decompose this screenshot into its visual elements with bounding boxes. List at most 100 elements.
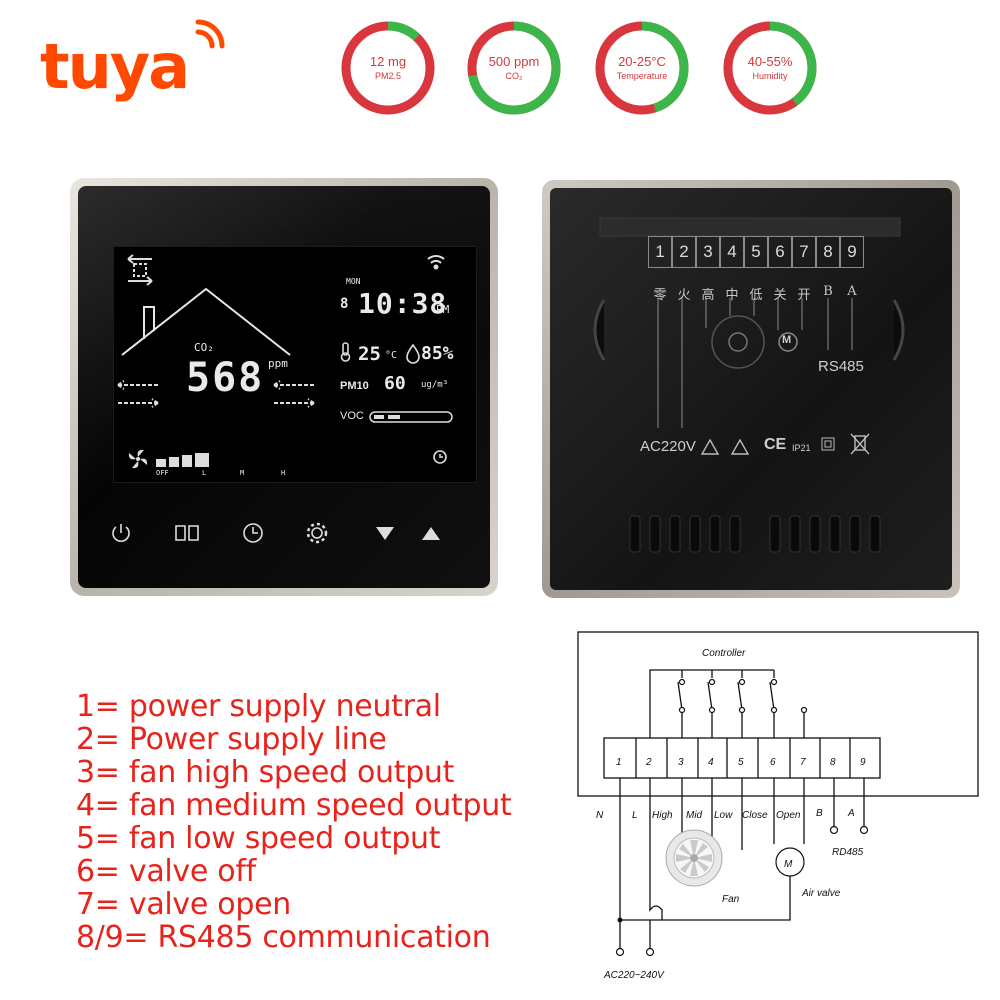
terminal-label-6: 关 — [773, 288, 787, 303]
power-button[interactable] — [106, 518, 136, 548]
wifi-icon — [427, 255, 445, 270]
terminal-label-1: 零 — [653, 288, 667, 303]
wiring-label: L — [632, 810, 638, 821]
supply-label: AC220~240V — [603, 970, 665, 981]
legend-item: 3= fan high speed output — [76, 755, 455, 790]
terminal-9: 9 — [840, 236, 864, 268]
wiring-label: High — [652, 810, 673, 821]
weee-bin-icon — [850, 433, 870, 455]
pm25-gauge: 12 mg PM2.5 — [340, 20, 436, 116]
legend-item: 2= Power supply line — [76, 722, 387, 757]
gauge-value: 20-25°C — [618, 54, 666, 69]
ce-mark: CE — [764, 436, 787, 453]
gauge-label: PM2.5 — [374, 71, 401, 81]
logo-text: tuya — [40, 30, 188, 103]
house-icon — [121, 287, 291, 356]
terminal-label-5: 低 — [749, 288, 763, 303]
temperature-gauge: 20-25°C Temperature — [594, 20, 690, 116]
air-valve-label: Air valve — [801, 888, 841, 899]
gauge-value: 40-55% — [747, 54, 793, 69]
mode-icon — [127, 254, 153, 286]
terminal-5: 5 — [744, 236, 768, 268]
clock-button[interactable] — [238, 518, 268, 548]
wiring-label: Low — [714, 810, 733, 821]
terminal-label-3: 高 — [701, 288, 715, 303]
terminal-4: 4 — [720, 236, 744, 268]
lcd-fan-high: H — [281, 469, 286, 477]
terminal-6: 6 — [768, 236, 792, 268]
thermometer-icon — [340, 342, 351, 362]
back-panel-markings — [593, 217, 905, 553]
legend-item: 5= fan low speed output — [76, 821, 441, 856]
down-button[interactable] — [370, 518, 400, 548]
clock-icon — [243, 523, 263, 543]
settings-button[interactable] — [302, 518, 332, 548]
wiring-label: Close — [742, 810, 768, 821]
wiring-terminal: 2 — [645, 757, 652, 768]
lcd-fan-low: L — [202, 469, 207, 477]
schedule-button[interactable] — [172, 518, 202, 548]
lcd-pm10-label: PM10 — [340, 380, 369, 392]
lcd-pm10-unit: ug/m³ — [421, 380, 449, 390]
lcd-time: 10:38 — [358, 287, 448, 320]
wiring-terminal: 1 — [616, 757, 622, 768]
book-icon — [175, 525, 199, 541]
lcd-day: MON — [346, 277, 361, 286]
controller-label: Controller — [702, 648, 746, 659]
legend-item: 6= valve off — [76, 854, 256, 889]
wiring-label: B — [816, 808, 823, 819]
lcd-graphics — [117, 254, 453, 469]
lcd-humidity: 85% — [421, 343, 454, 364]
power-icon — [112, 524, 130, 542]
gauge-label: Temperature — [616, 71, 668, 81]
up-arrow-icon — [422, 527, 440, 540]
legend-item: 8/9= RS485 communication — [76, 920, 491, 955]
terminal-3: 3 — [696, 236, 720, 268]
terminal-label-9: A — [847, 284, 857, 299]
gauge-label: Humidity — [752, 71, 788, 81]
wiring-diagram: Controller 1 2 3 4 5 6 7 8 9 N L High Mi… — [577, 631, 979, 981]
wiring-terminal: 3 — [678, 757, 684, 768]
motor-symbol — [775, 847, 805, 877]
motor-label: M — [782, 334, 792, 346]
wiring-terminal: 8 — [830, 757, 836, 768]
lcd-display: MON 8 10:38 PM CO₂ 568 ppm 25 °C 85% PM1… — [113, 246, 477, 483]
motor-symbol — [778, 332, 798, 352]
lcd-ampm: PM — [436, 303, 450, 316]
lcd-temperature-unit: °C — [385, 350, 398, 361]
wiring-terminal: 4 — [708, 757, 714, 768]
fan-icon — [128, 449, 148, 469]
voltage-label: AC220V — [640, 438, 696, 455]
fan-speed-bars — [156, 453, 209, 467]
airflow-arrows-icon — [117, 380, 315, 408]
tuya-logo: tuya — [38, 18, 228, 108]
legend-item: 7= valve open — [76, 887, 291, 922]
rd485-label: RD485 — [832, 847, 864, 858]
gear-icon — [306, 522, 328, 544]
motor-label: M — [784, 859, 793, 870]
fan-label: Fan — [722, 894, 740, 905]
rs485-label: RS485 — [818, 358, 864, 375]
ip-rating: IP21 — [792, 443, 811, 453]
wiring-terminal: 6 — [770, 757, 776, 768]
terminal-7: 7 — [792, 236, 816, 268]
wiring-terminal: 9 — [860, 757, 866, 768]
legend-item: 1= power supply neutral — [76, 689, 441, 724]
terminal-1: 1 — [648, 236, 672, 268]
wiring-label: Open — [776, 810, 801, 821]
double-insulation-icon — [821, 437, 835, 451]
droplet-icon — [406, 343, 420, 364]
terminal-label-2: 火 — [677, 288, 691, 303]
terminal-label-8: B — [823, 284, 833, 299]
humidity-gauge: 40-55% Humidity — [722, 20, 818, 116]
gauge-label: CO₂ — [505, 71, 523, 81]
lcd-voc-label: VOC — [340, 410, 364, 422]
lcd-fan-mid: M — [240, 469, 245, 477]
wiring-label: N — [596, 810, 604, 821]
gauge-value: 12 mg — [369, 54, 407, 69]
lcd-fan-off: OFF — [156, 469, 169, 477]
up-button[interactable] — [416, 518, 446, 548]
lcd-co2-label: CO₂ — [194, 341, 214, 354]
terminal-legend: 1= power supply neutral 2= Power supply … — [76, 690, 576, 954]
